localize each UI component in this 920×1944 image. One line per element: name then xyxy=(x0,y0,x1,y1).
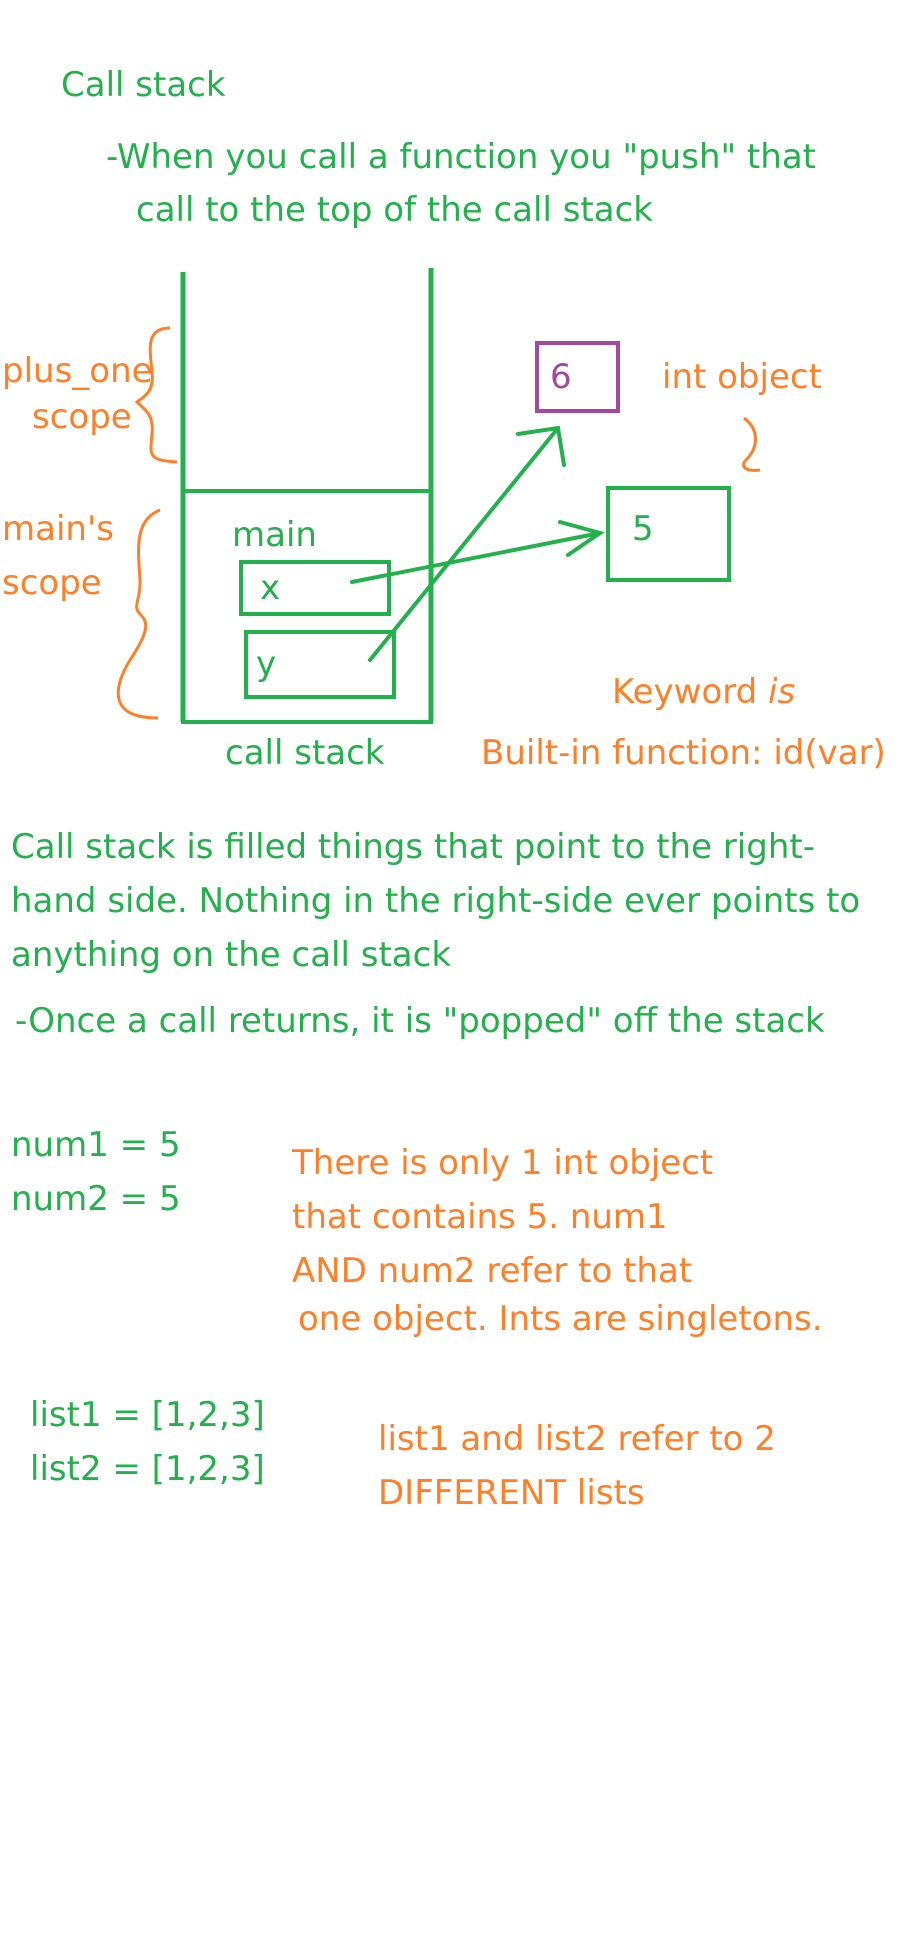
main-frame-box xyxy=(181,489,433,724)
page-title: Call stack xyxy=(61,65,226,105)
nums-note-line3: AND num2 refer to that xyxy=(292,1251,693,1291)
nums-note-line1: There is only 1 int object xyxy=(292,1143,714,1183)
plus-one-scope-brace xyxy=(134,326,178,464)
arrow-y-to-6 xyxy=(368,425,566,662)
int-object-label: int object xyxy=(662,357,822,397)
nums-note-line4: one object. Ints are singletons. xyxy=(298,1299,823,1339)
push-note-line1: -When you call a function you "push" tha… xyxy=(106,137,816,177)
keyword-prefix: Keyword xyxy=(612,672,769,712)
pop-note: -Once a call returns, it is "popped" off… xyxy=(15,1001,825,1041)
var-y-box xyxy=(244,630,396,699)
lists-note-line1: list1 and list2 refer to 2 xyxy=(378,1419,776,1459)
explanation-line3: anything on the call stack xyxy=(11,935,452,975)
num1-code: num1 = 5 xyxy=(11,1125,181,1165)
mains-scope-label-line2: scope xyxy=(2,563,102,603)
int-object-5-value: 5 xyxy=(632,509,654,549)
int-object-6-box xyxy=(535,341,620,413)
int-object-6-value: 6 xyxy=(550,357,572,397)
var-x-box xyxy=(239,560,391,616)
push-note-line2: call to the top of the call stack xyxy=(136,190,653,230)
mains-scope-brace xyxy=(116,508,161,720)
explanation-line2: hand side. Nothing in the right-side eve… xyxy=(11,881,861,921)
list1-code: list1 = [1,2,3] xyxy=(30,1395,265,1435)
plus-one-scope-label-line1: plus_one xyxy=(2,351,153,391)
builtin-function-label: Built-in function: id(var) xyxy=(481,733,886,773)
list2-code: list2 = [1,2,3] xyxy=(30,1449,265,1489)
int-object-5-box xyxy=(606,486,731,582)
main-frame-label: main xyxy=(232,515,317,555)
var-y-label: y xyxy=(256,644,277,684)
int-object-pointer-squiggle xyxy=(742,416,761,472)
var-x-label: x xyxy=(260,568,281,608)
explanation-line1: Call stack is filled things that point t… xyxy=(11,827,815,867)
nums-note-line2: that contains 5. num1 xyxy=(292,1197,668,1237)
num2-code: num2 = 5 xyxy=(11,1179,181,1219)
arrow-x-to-5 xyxy=(350,520,605,584)
keyword-is-label: Keyword is xyxy=(612,675,795,709)
keyword-is-word: is xyxy=(768,672,796,712)
mains-scope-label-line1: main's xyxy=(2,509,115,549)
plus-one-scope-label-line2: scope xyxy=(32,397,132,437)
stack-caption: call stack xyxy=(225,733,385,773)
lists-note-line2: DIFFERENT lists xyxy=(378,1473,645,1513)
